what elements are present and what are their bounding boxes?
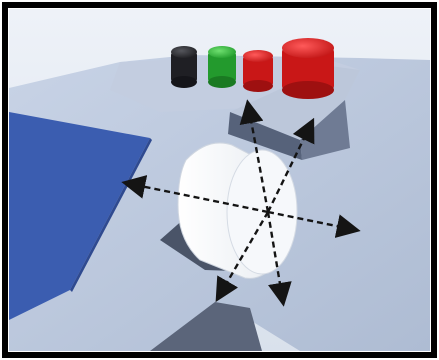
arrow-down (266, 211, 292, 307)
green-cylinder-button[interactable] (208, 46, 236, 88)
motion-arrows (121, 99, 361, 307)
arrow-left (121, 175, 269, 214)
black-cylinder-button[interactable] (171, 46, 197, 88)
arrow-up-right (266, 117, 315, 213)
button-pedestal-side (300, 100, 350, 160)
red-cylinder-button-large[interactable] (282, 38, 334, 99)
blue-panel (9, 112, 150, 320)
arrow-up (239, 99, 270, 213)
red-cylinder-button-small[interactable] (243, 50, 273, 92)
rotary-knob-face[interactable] (226, 149, 298, 275)
floor-bottom-ledge (150, 302, 262, 351)
arrow-right (267, 210, 361, 238)
arrow-down-left (215, 211, 270, 303)
image-border (2, 2, 437, 358)
